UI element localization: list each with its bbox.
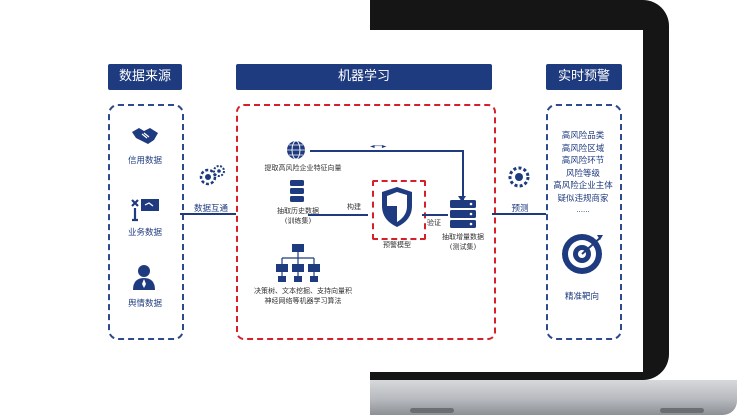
test-data-label: 抽取增量数据 (测试集) (442, 233, 484, 251)
warning-ellipsis: ...... (576, 206, 590, 214)
target-icon (560, 232, 604, 276)
source-label-business: 业务数据 (127, 228, 162, 238)
verify-line (422, 214, 448, 216)
build-label: 构建 (347, 203, 361, 211)
build-line (308, 214, 368, 216)
warning-list: 高风险品类 高风险区域 高风险环节 风险等级 高风险企业主体 疑似违规商家 ..… (548, 130, 618, 215)
header-data-source: 数据来源 (108, 64, 182, 90)
network-icon (276, 244, 320, 284)
data-source-panel (108, 104, 184, 340)
database-icon (290, 180, 304, 202)
history-data-label: 抽取历史数据 (训练集) (277, 207, 319, 225)
target-label: 精准靶向 (564, 292, 599, 302)
connector-line-left (180, 213, 236, 215)
model-box (372, 180, 426, 240)
header-machine-learning: 机器学习 (236, 64, 492, 90)
arrow-marker: ◄──► (370, 143, 387, 150)
user-icon (132, 264, 156, 290)
laptop-base (370, 380, 737, 415)
warning-item: 高风险环节 (561, 156, 605, 166)
extract-features-label: 提取高风险企业特征向量 (264, 164, 342, 172)
verify-label: 验证 (427, 219, 441, 227)
diagram-screen: 数据来源 机器学习 实时预警 信用数据 业务数据 舆情数据 (90, 30, 643, 372)
warning-item: 风险等级 (565, 168, 600, 179)
server-icon (450, 200, 476, 228)
warning-item: 高风险区域 (561, 143, 605, 154)
model-label: 预警模型 (383, 241, 411, 249)
source-label-credit: 信用数据 (127, 156, 162, 166)
algorithms-label: 决策树、文本挖掘、支持向量积 神经网络等机器学习算法 (254, 287, 352, 305)
gear-icon (198, 164, 226, 192)
connector-label-left: 数据互通 (193, 204, 228, 214)
warning-item: 疑似违规商家 (557, 193, 609, 204)
feature-line (310, 150, 462, 152)
handshake-icon (130, 124, 160, 148)
warning-item: 高风险品类 (561, 131, 605, 141)
header-realtime-warning: 实时预警 (546, 64, 622, 90)
connector-line-right (492, 213, 546, 215)
laptop-foot (660, 408, 704, 413)
ml-panel (236, 104, 496, 340)
connector-label-right: 预测 (511, 204, 529, 214)
globe-icon (286, 140, 306, 160)
feature-line-down (462, 150, 464, 202)
arrow-head (458, 196, 466, 202)
source-label-sentiment: 舆情数据 (127, 299, 162, 309)
gear-icon (506, 164, 532, 194)
tools-icon (130, 196, 160, 222)
warning-panel (546, 104, 622, 340)
warning-item: 高风险企业主体 (553, 181, 613, 191)
shield-icon (380, 186, 414, 228)
laptop-foot (410, 408, 454, 413)
